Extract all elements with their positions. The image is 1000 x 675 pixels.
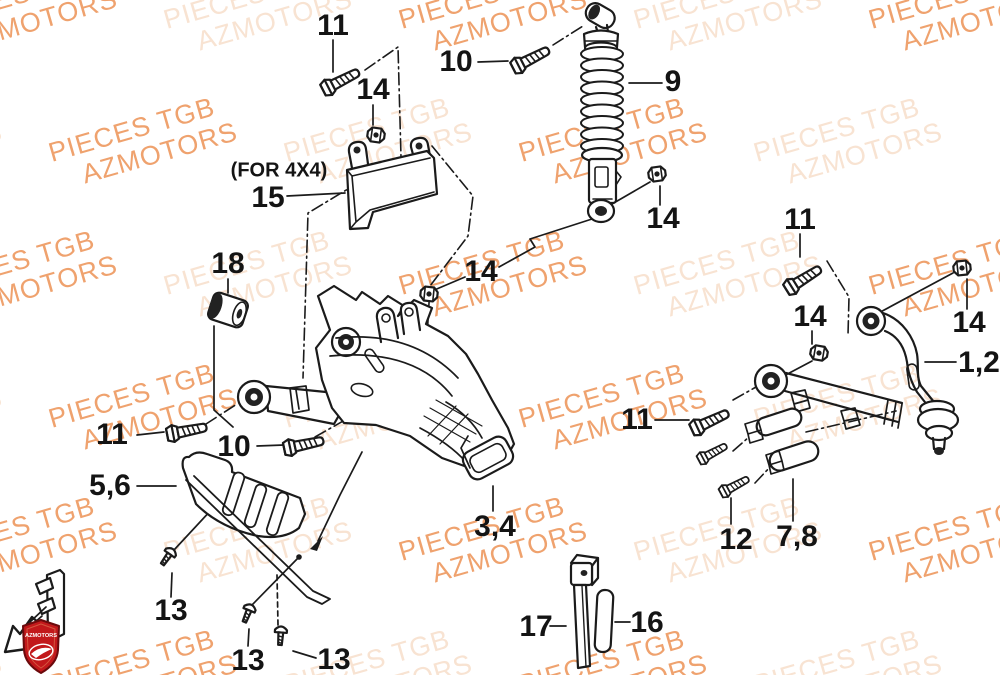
main-arm-assembly: [236, 284, 516, 481]
bolt-12-b: [716, 471, 753, 501]
skid-plate: [181, 451, 331, 605]
bolt-11-mid: [687, 404, 733, 439]
nut-14-top: [365, 125, 387, 145]
upper-arm: [753, 305, 960, 455]
nut-14-center: [418, 285, 440, 303]
leader-lines: [136, 39, 968, 659]
screw-13-c: [272, 624, 289, 647]
shock-absorber: [580, 2, 624, 224]
bolt-12-a: [694, 438, 731, 468]
bolt-11-right: [780, 260, 826, 299]
azmotors-logo-text: AZMOTORS: [25, 633, 57, 639]
bolt-11-left: [164, 417, 210, 445]
bolt-10-top: [508, 41, 554, 77]
bolt-10-left: [281, 431, 327, 459]
bracket-4x4: [345, 136, 439, 231]
azmotors-logo: AZMOTORS: [22, 619, 60, 674]
nut-14-shock: [646, 164, 668, 184]
bushing-18: [207, 291, 249, 329]
nut-14-mid-right: [808, 343, 830, 363]
bolt-11-top: [318, 63, 364, 99]
rod-16: [593, 588, 615, 654]
nut-14-far-right: [951, 259, 973, 277]
clamp-capsules: [744, 407, 820, 475]
strap-17: [569, 553, 600, 670]
screw-13-b: [237, 601, 258, 626]
